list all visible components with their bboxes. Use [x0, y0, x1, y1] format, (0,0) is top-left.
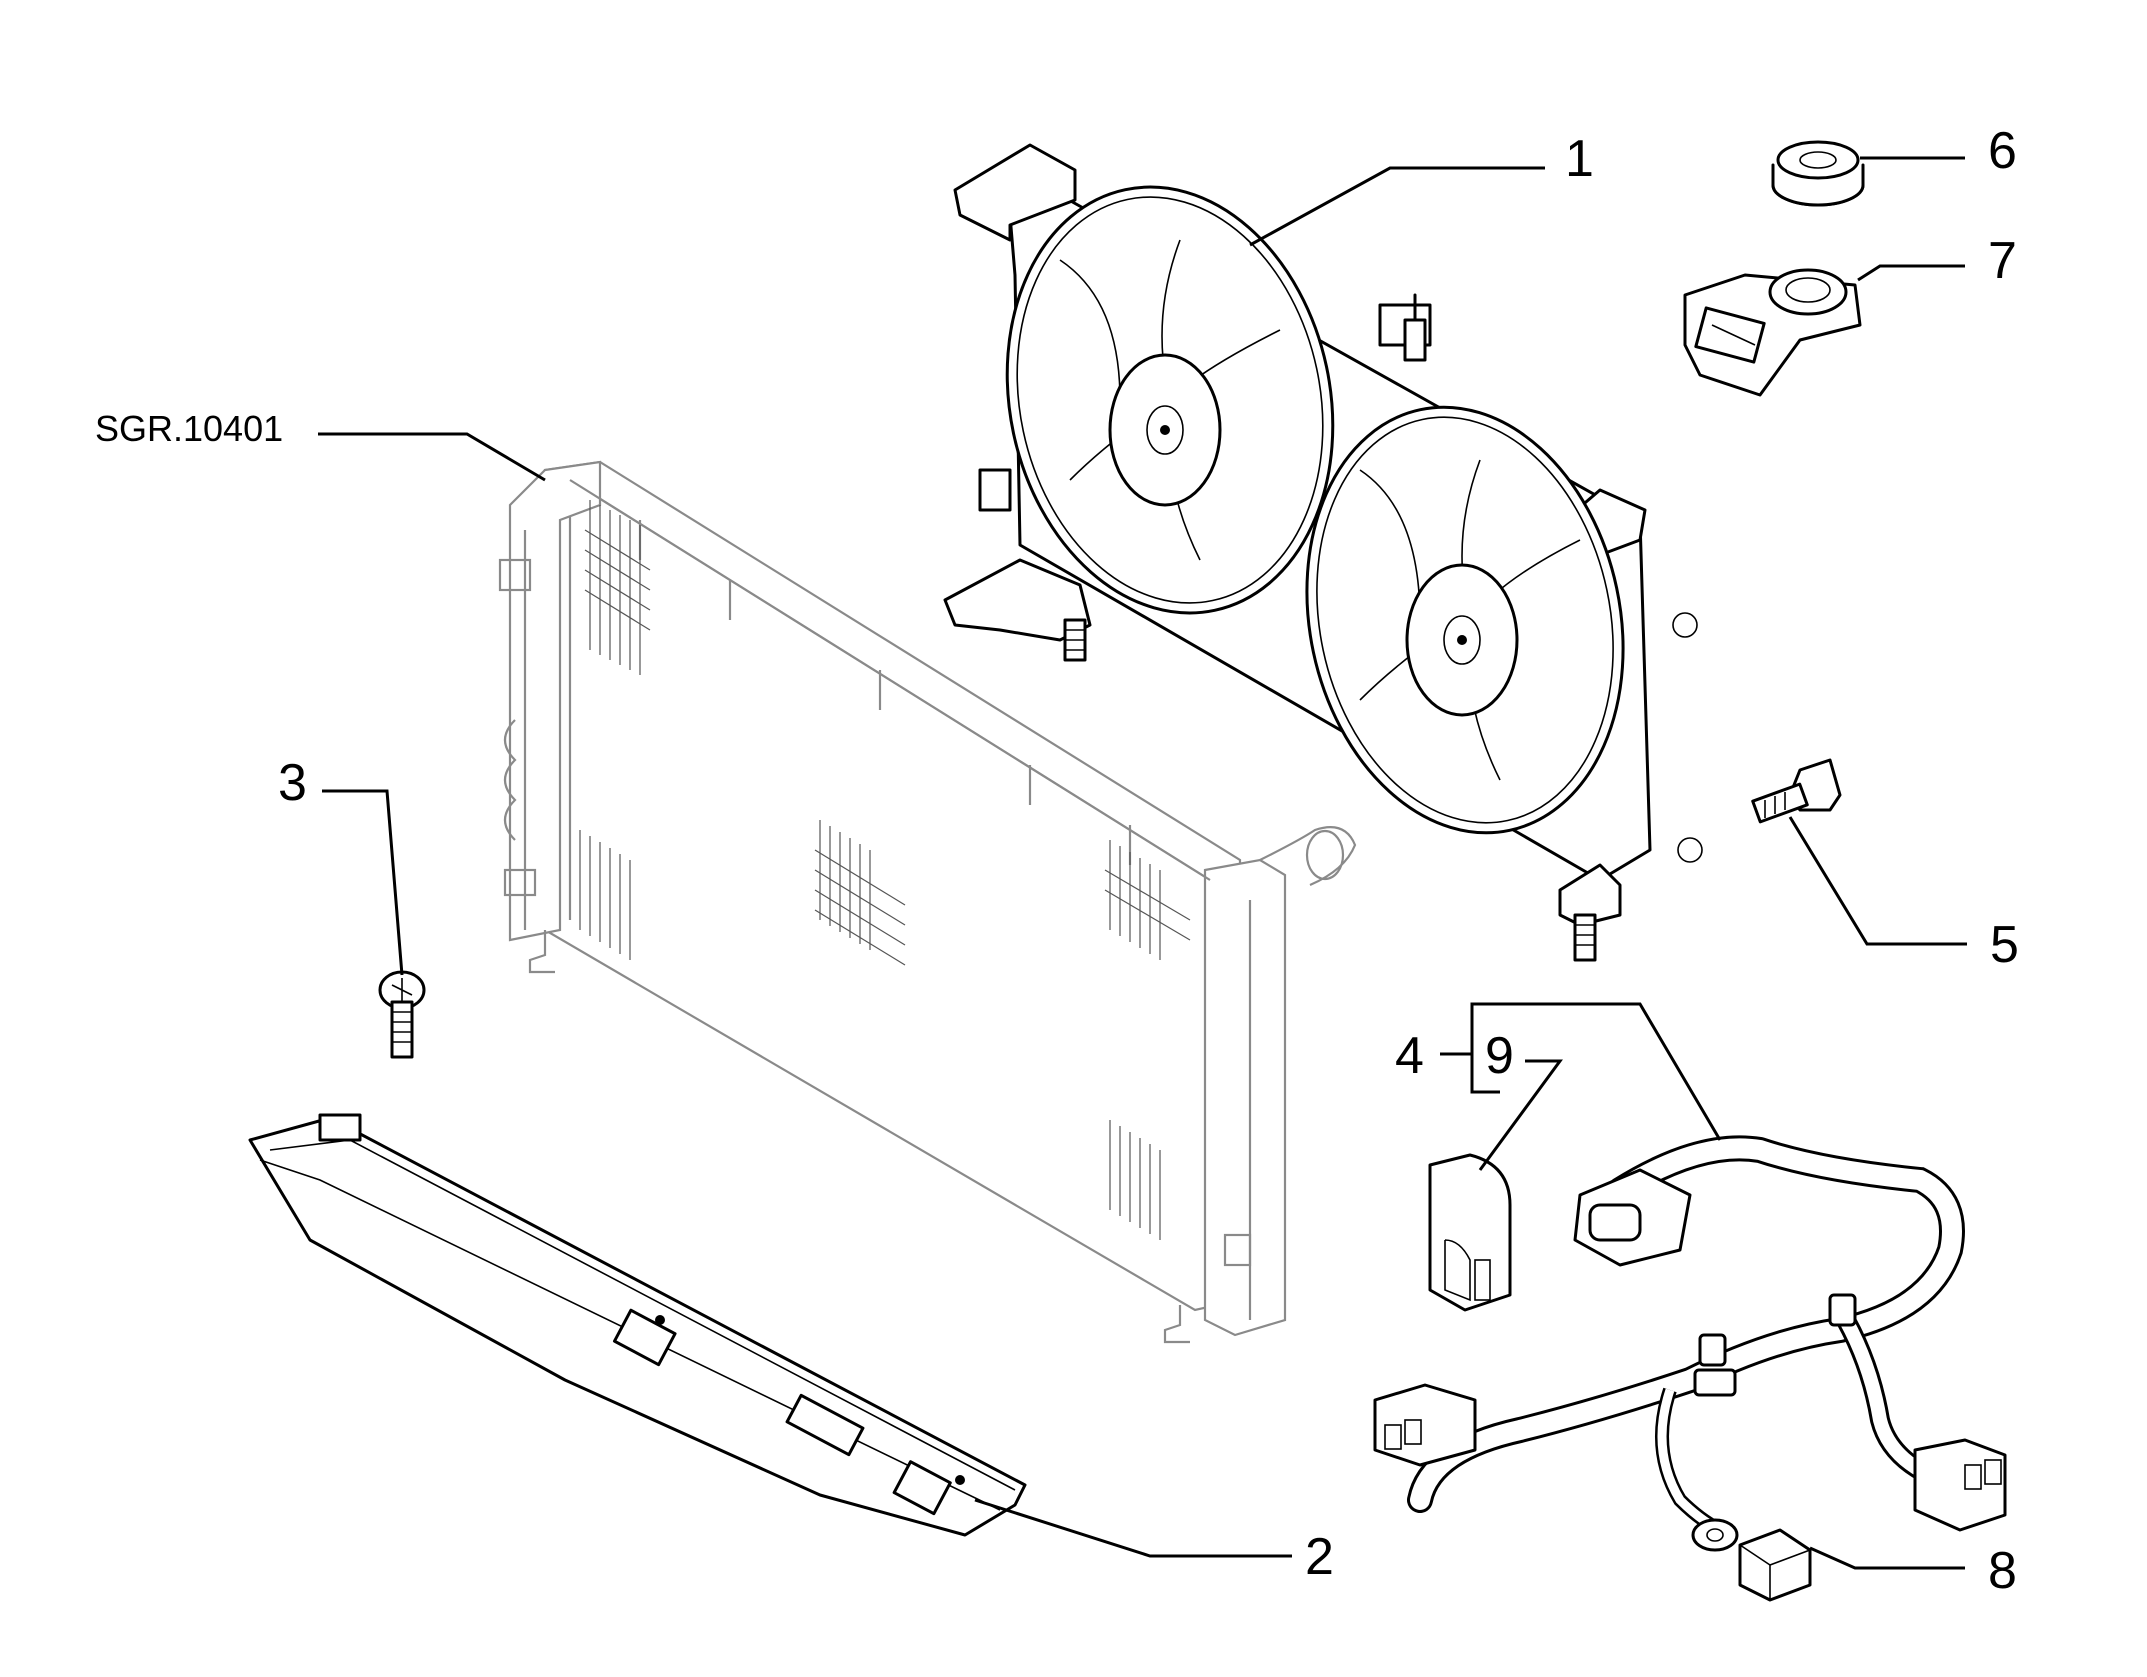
callout-7: 7: [1988, 232, 2017, 290]
leader-lines: [318, 156, 1967, 1570]
leader-9: [1478, 1059, 1563, 1171]
part-4-wiring-harness: [1373, 1135, 2007, 1552]
callout-3: 3: [278, 754, 307, 812]
leader-5: [1788, 816, 1967, 946]
part-5-bolt: [1751, 758, 1842, 824]
callout-1: 1: [1565, 130, 1594, 188]
part-7-bracket: [1683, 268, 1862, 397]
callout-5: 5: [1990, 916, 2019, 974]
part-8-connector: [1738, 1528, 1812, 1602]
part-6-grommet: [1771, 140, 1865, 207]
leader-8: [1809, 1546, 1965, 1570]
part-2-deflector: [248, 1113, 1027, 1537]
leader-7: [1857, 264, 1965, 282]
callout-4: 4: [1395, 1027, 1424, 1085]
leader-3: [322, 789, 404, 976]
labels: SGR.10401 1 2 3 4 5 6 7 8 9: [95, 122, 2019, 1600]
leader-2: [974, 1498, 1292, 1558]
radiator-assembly: [498, 460, 1357, 1344]
callout-2: 2: [1305, 1528, 1334, 1586]
part-1-fan-shroud: [943, 143, 1703, 962]
callout-9: 9: [1485, 1027, 1514, 1085]
part-3-screw: [378, 970, 426, 1059]
leader-reference: [318, 432, 546, 482]
callout-6: 6: [1988, 122, 2017, 180]
leader-1: [1249, 166, 1545, 247]
callout-8: 8: [1988, 1542, 2017, 1600]
reference-code: SGR.10401: [95, 408, 283, 449]
part-9-clip: [1428, 1153, 1512, 1312]
leader-harness: [1472, 1002, 1722, 1141]
